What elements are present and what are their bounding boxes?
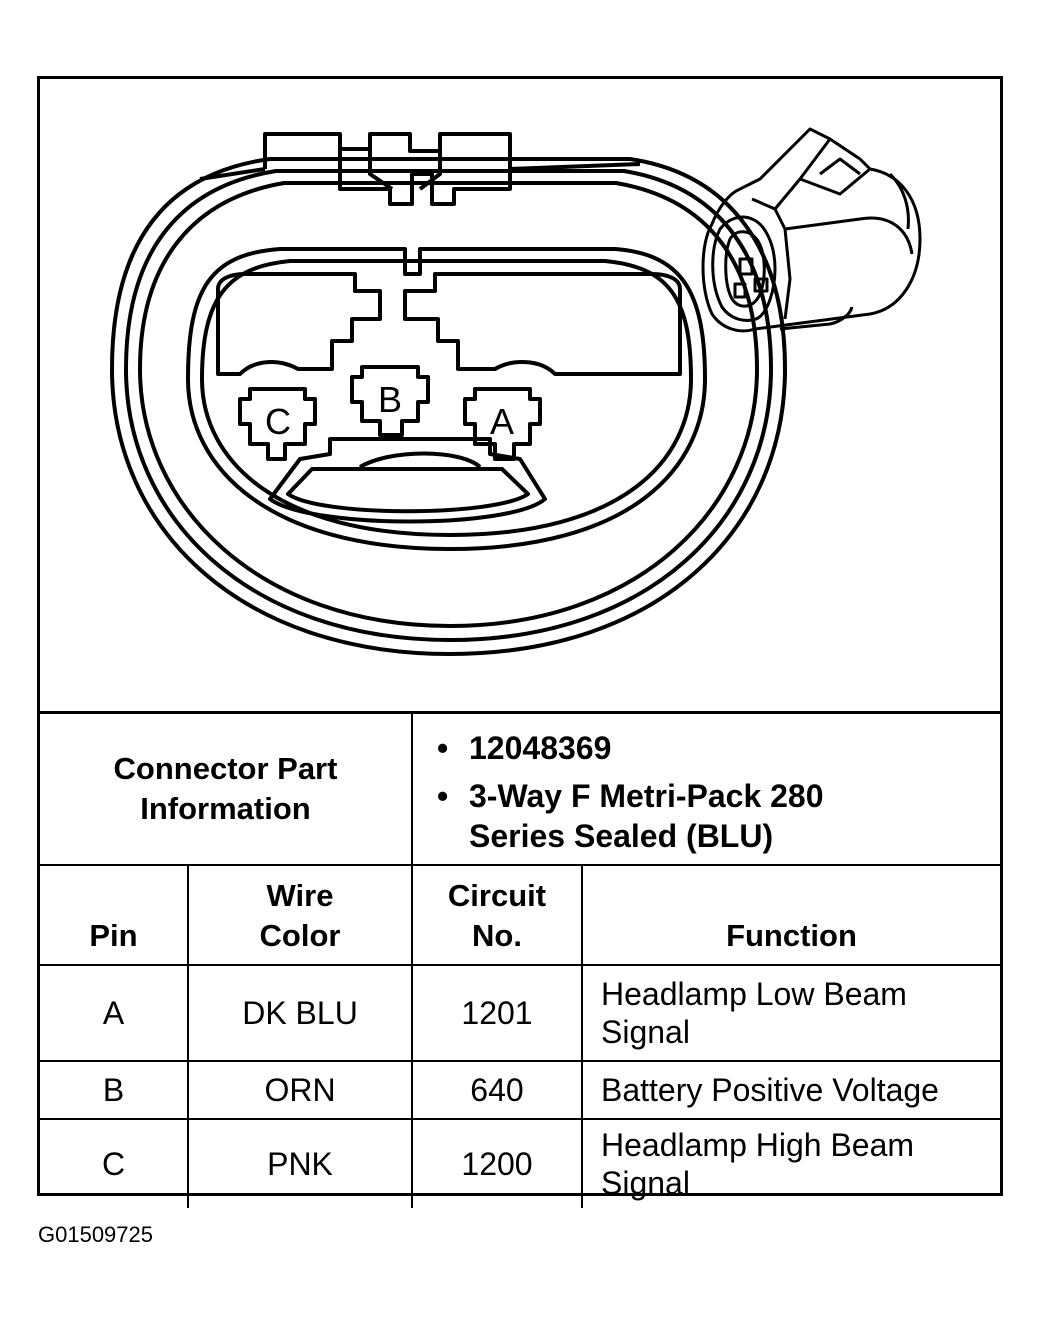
connector-part-label-cell: Connector Part Information — [40, 711, 413, 866]
function-cell: Battery Positive Voltage — [581, 1060, 1000, 1120]
pin-header: Pin — [40, 864, 189, 966]
wire-color-cell: DK BLU — [187, 964, 413, 1062]
circuit-no-cell: 1201 — [411, 964, 583, 1062]
bullet-icon: • — [437, 778, 449, 814]
pin-cell: C — [40, 1118, 189, 1208]
connector-illustration: C B A — [40, 79, 1000, 711]
table-row: A DK BLU 1201 Headlamp Low Beam Signal — [40, 964, 1000, 1062]
function-cell: Headlamp Low Beam Signal — [581, 964, 1000, 1062]
wire-color-header: Wire Color — [187, 864, 413, 966]
circuit-no-cell: 1200 — [411, 1118, 583, 1208]
connector-info-table: Connector Part Information • 12048369 • … — [40, 711, 1000, 1208]
connector-part-list: • 12048369 • 3-Way F Metri-Pack 280 Seri… — [411, 711, 1000, 866]
table-row: B ORN 640 Battery Positive Voltage — [40, 1060, 1000, 1120]
connector-part-label: Connector Part Information — [113, 751, 338, 826]
bullet-icon: • — [437, 730, 449, 766]
wire-color-cell: PNK — [187, 1118, 413, 1208]
table-header-row: Pin Wire Color Circuit No. Function — [40, 864, 1000, 966]
connector-part-number: • 12048369 — [437, 730, 612, 766]
diagram-frame: C B A — [37, 76, 1003, 1208]
pin-label-a: A — [490, 401, 514, 442]
circuit-no-header: Circuit No. — [411, 864, 583, 966]
wire-color-cell: ORN — [187, 1060, 413, 1120]
circuit-no-cell: 640 — [411, 1060, 583, 1120]
connector-part-row: Connector Part Information • 12048369 • … — [40, 711, 1000, 866]
function-cell: Headlamp High Beam Signal — [581, 1118, 1000, 1208]
pin-label-b: B — [378, 379, 402, 420]
pin-cell: B — [40, 1060, 189, 1120]
pin-label-c: C — [265, 401, 291, 442]
connector-part-description: • 3-Way F Metri-Pack 280 Series Sealed (… — [437, 778, 824, 854]
connector-isometric-view-drawing — [701, 127, 922, 333]
figure-id: G01509725 — [38, 1222, 153, 1247]
function-header: Function — [581, 864, 1000, 966]
connector-face-view-drawing: C B A — [110, 132, 787, 656]
pin-cell: A — [40, 964, 189, 1062]
table-row: C PNK 1200 Headlamp High Beam Signal — [40, 1118, 1000, 1208]
